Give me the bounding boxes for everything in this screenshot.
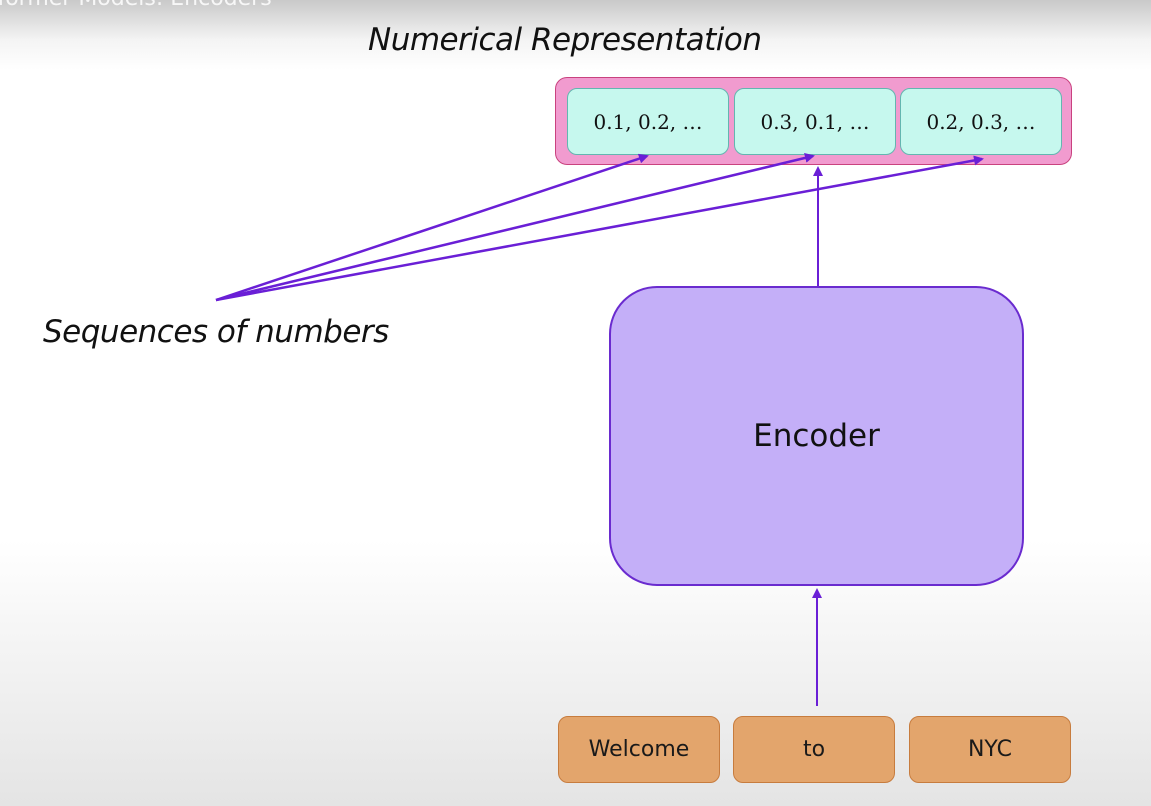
encoder-label: Encoder	[753, 418, 880, 454]
sequences-of-numbers-label: Sequences of numbers	[43, 314, 389, 350]
token-nyc: NYC	[909, 716, 1071, 783]
vector-box-to: 0.3, 0.1, …	[734, 88, 896, 155]
arrow-to-vector-2	[215, 153, 815, 302]
encoder-block: Encoder	[609, 286, 1024, 586]
token-to: to	[733, 716, 895, 783]
token-welcome: Welcome	[558, 716, 720, 783]
slide-title-overlay: sformer Models: Encoders	[0, 0, 272, 11]
vector-box-welcome: 0.1, 0.2, …	[567, 88, 729, 155]
arrow-to-vector-1	[215, 153, 649, 302]
arrow-to-vector-3	[215, 155, 984, 302]
vector-box-nyc: 0.2, 0.3, …	[900, 88, 1062, 155]
numerical-representation-label: Numerical Representation	[368, 22, 762, 58]
